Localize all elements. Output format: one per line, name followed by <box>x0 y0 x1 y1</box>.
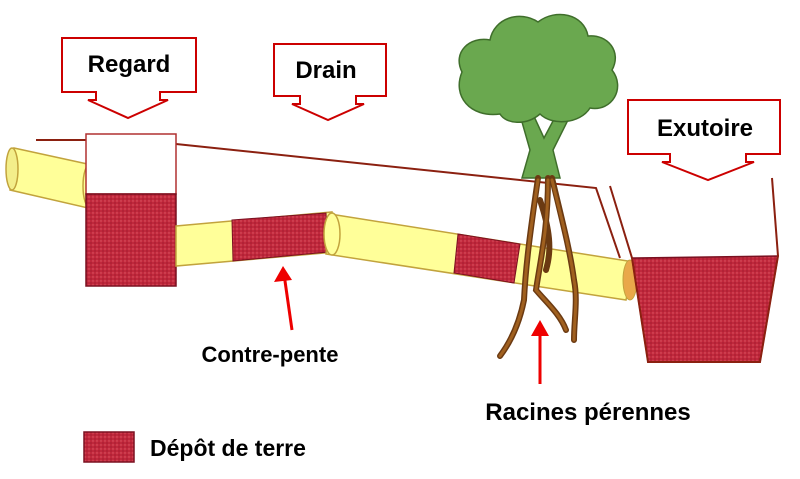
inlet-pipe <box>5 147 98 209</box>
arrow-contre-pente <box>274 266 294 331</box>
label-exutoire: Exutoire <box>657 115 753 142</box>
label-drain: Drain <box>295 57 356 84</box>
deposit-segment-2 <box>453 233 521 284</box>
label-racines: Racines pérennes <box>485 399 690 426</box>
exutoire-basin <box>609 177 780 363</box>
callout-exutoire: Exutoire <box>627 99 781 182</box>
drain-pipe-segment-1 <box>175 211 337 267</box>
legend: Dépôt de terre <box>83 431 306 463</box>
regard-chamber <box>85 133 177 287</box>
label-regard: Regard <box>88 51 171 78</box>
ground-line <box>36 139 621 259</box>
callout-drain: Drain <box>273 43 387 122</box>
arrow-racines <box>531 320 549 384</box>
legend-swatch-depot <box>83 431 135 463</box>
drain-pipe-segment-2 <box>323 212 638 301</box>
tree <box>458 13 619 179</box>
deposit-segment-1 <box>231 212 329 262</box>
legend-label-depot: Dépôt de terre <box>150 435 306 461</box>
label-contre-pente: Contre-pente <box>202 342 339 367</box>
callout-regard: Regard <box>61 37 197 120</box>
tree-crown <box>458 13 619 123</box>
